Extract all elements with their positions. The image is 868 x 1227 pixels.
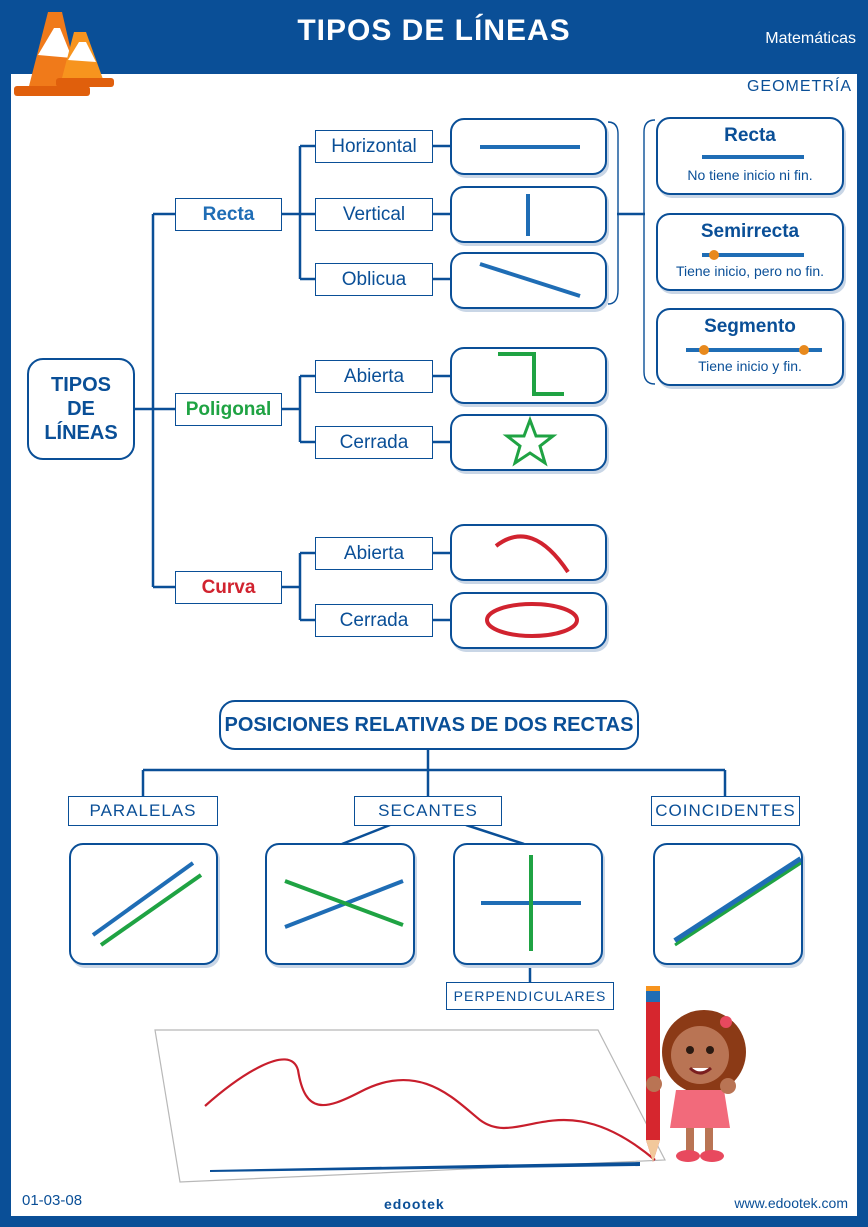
node-poligonal-label: Poligonal	[185, 398, 272, 420]
node-poligonal-abierta-label: Abierta	[343, 365, 405, 387]
definition-recta: Recta No tiene inicio ni fin.	[656, 117, 844, 195]
node-coincidentes: COINCIDENTES	[651, 796, 800, 826]
node-perpendiculares-label: PERPENDICULARES	[453, 988, 607, 1004]
node-curva: Curva	[175, 571, 282, 604]
end-point-icon	[799, 345, 809, 355]
sample-perpendiculares	[453, 843, 603, 965]
node-coincidentes-label: COINCIDENTES	[655, 801, 796, 820]
node-curva-abierta: Abierta	[315, 537, 433, 570]
node-recta: Recta	[175, 198, 282, 231]
positions-title-label: POSICIONES RELATIVAS DE DOS RECTAS	[224, 714, 634, 736]
definition-recta-text: No tiene inicio ni fin.	[687, 167, 813, 183]
start-point-icon	[709, 250, 719, 260]
footer-code: 01-03-08	[22, 1192, 83, 1209]
node-secantes-label: SECANTES	[378, 801, 478, 820]
node-recta-label: Recta	[202, 203, 255, 225]
start-point-icon	[699, 345, 709, 355]
node-poligonal-cerrada: Cerrada	[315, 426, 433, 459]
sample-coincidentes	[653, 843, 803, 965]
node-curva-label: Curva	[201, 576, 256, 598]
node-oblicua: Oblicua	[315, 263, 433, 296]
node-paralelas: PARALELAS	[68, 796, 218, 826]
node-poligonal: Poligonal	[175, 393, 282, 426]
definition-semirrecta-text: Tiene inicio, pero no fin.	[675, 263, 825, 279]
definition-segmento: Segmento Tiene inicio y fin.	[656, 308, 844, 386]
sample-vertical	[450, 186, 607, 243]
positions-title: POSICIONES RELATIVAS DE DOS RECTAS	[219, 700, 639, 750]
sample-oblicua	[450, 252, 607, 309]
top-bar	[0, 0, 868, 74]
node-curva-abierta-label: Abierta	[343, 542, 405, 564]
definition-segmento-text: Tiene inicio y fin.	[698, 358, 802, 374]
sample-curva-cerrada	[450, 592, 607, 649]
footer-url[interactable]: www.edootek.com	[734, 1195, 848, 1211]
tree-connectors	[135, 144, 645, 622]
sample-poligonal-cerrada	[450, 414, 607, 471]
sample-horizontal	[450, 118, 607, 175]
node-curva-cerrada: Cerrada	[315, 604, 433, 637]
positions-connectors	[141, 750, 727, 982]
node-vertical: Vertical	[315, 198, 433, 231]
page-title: TIPOS DE LÍNEAS	[297, 14, 571, 47]
node-secantes: SECANTES	[354, 796, 502, 826]
definition-segmento-title: Segmento	[704, 316, 796, 337]
node-paralelas-label: PARALELAS	[89, 801, 197, 820]
traffic-cones-icon	[14, 12, 114, 96]
node-horizontal: Horizontal	[315, 130, 433, 163]
definition-recta-title: Recta	[724, 125, 776, 146]
node-poligonal-cerrada-label: Cerrada	[339, 431, 409, 453]
girl-illustration	[646, 986, 746, 1162]
section-label: GEOMETRÍA	[746, 78, 852, 95]
sample-poligonal-abierta	[450, 347, 607, 404]
node-horizontal-label: Horizontal	[331, 135, 417, 157]
drawing-sheet	[154, 1029, 666, 1183]
definition-semirrecta: Semirrecta Tiene inicio, pero no fin.	[656, 213, 844, 291]
definition-semirrecta-title: Semirrecta	[700, 221, 800, 242]
node-vertical-label: Vertical	[342, 203, 406, 225]
sample-paralelas	[69, 843, 218, 965]
subject-label: Matemáticas	[765, 30, 856, 47]
node-oblicua-label: Oblicua	[341, 268, 407, 290]
sample-secantes	[265, 843, 415, 965]
node-perpendiculares: PERPENDICULARES	[446, 982, 614, 1010]
sample-curva-abierta	[450, 524, 607, 581]
node-poligonal-abierta: Abierta	[315, 360, 433, 393]
node-curva-cerrada-label: Cerrada	[339, 609, 409, 631]
footer-brand: edootek	[384, 1196, 445, 1212]
